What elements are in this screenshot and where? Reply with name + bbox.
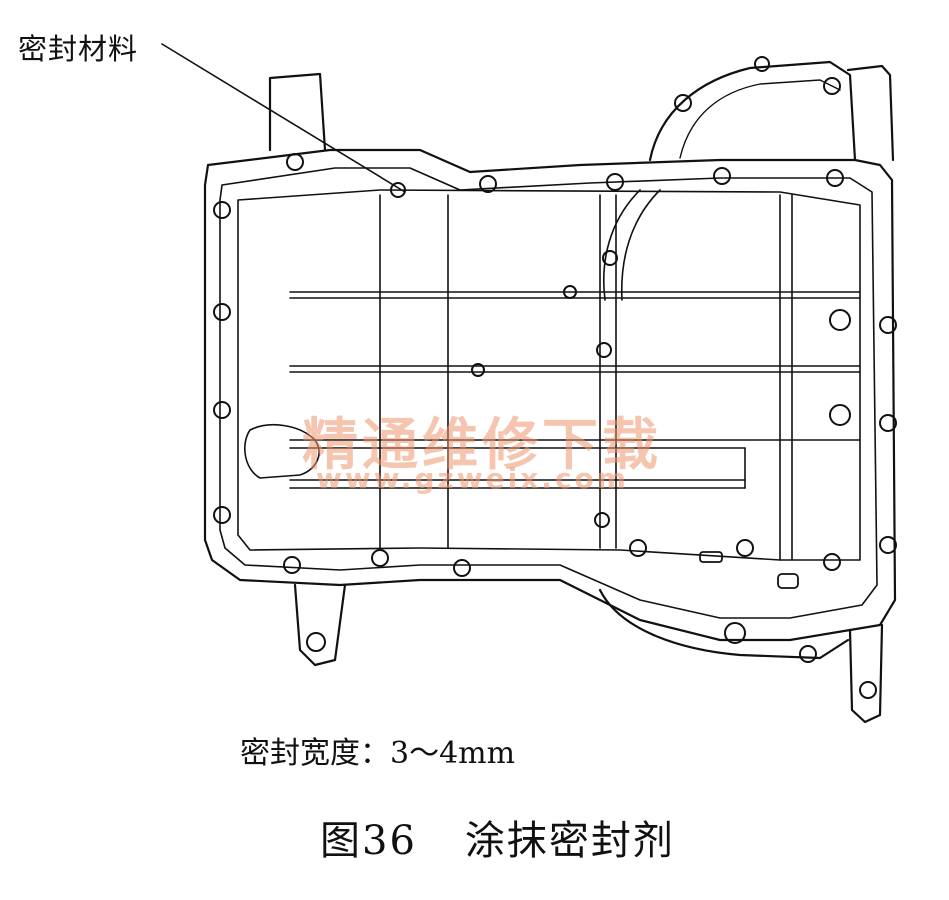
bottom-left-lug bbox=[293, 583, 347, 667]
bolt-holes bbox=[213, 56, 897, 699]
figure-title: 涂抹密封剂 bbox=[464, 818, 675, 864]
oil-pan-cavity bbox=[237, 189, 861, 561]
figure-number: 图36 bbox=[320, 818, 417, 864]
top-left-lug bbox=[268, 72, 327, 152]
ribs bbox=[289, 194, 861, 561]
right-rail bbox=[846, 64, 895, 162]
sealant-material-label: 密封材料 bbox=[18, 32, 139, 66]
watermark-chinese: 精通维修下载 bbox=[302, 413, 662, 478]
right-upper-boss bbox=[648, 60, 857, 162]
leader-line bbox=[161, 43, 406, 193]
sealant-bead bbox=[219, 167, 878, 619]
right-lower-lug bbox=[848, 623, 884, 724]
bottom-right-boss bbox=[598, 588, 850, 660]
watermark-url: www.gzweix.com bbox=[316, 462, 629, 495]
sealant-width-label: 密封宽度：3～4mm bbox=[240, 736, 516, 771]
figure-caption: 图36 涂抹密封剂 bbox=[320, 808, 675, 866]
